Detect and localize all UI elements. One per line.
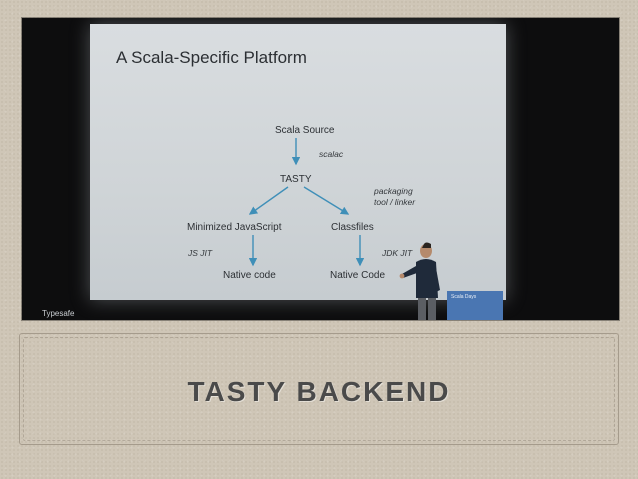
node-classfiles: Classfiles [331, 222, 374, 233]
typesafe-logo: Typesafe [42, 309, 75, 318]
node-native-code-right: Native Code [330, 270, 386, 281]
diagram-arrows [248, 138, 365, 267]
label-tool-linker: tool / linker [374, 197, 416, 207]
arrow-tasty-to-js [248, 186, 289, 215]
node-scala-source: Scala Source [275, 125, 335, 136]
presenter-silhouette [399, 242, 440, 320]
arrow-tasty-to-classfiles [303, 186, 350, 215]
label-scalac: scalac [319, 149, 344, 159]
label-packaging: packaging [374, 186, 413, 196]
caption-title: TASTY BACKEND [187, 376, 451, 407]
label-jdk-jit: JDK JIT [382, 248, 413, 258]
conference-photo: A Scala-Specific Platform Scala Source s… [22, 18, 619, 320]
node-native-code-left: Native code [223, 270, 276, 281]
node-tasty: TASTY [280, 174, 312, 185]
label-js-jit: JS JIT [188, 248, 213, 258]
node-minimized-javascript: Minimized JavaScript [187, 222, 282, 233]
caption-frame: TASTY BACKEND [19, 333, 619, 445]
slide-title: A Scala-Specific Platform [116, 48, 307, 67]
podium-sign: Scala Days [447, 291, 503, 320]
podium-sign-text: Scala Days [451, 294, 477, 300]
projected-slide: A Scala-Specific Platform Scala Source s… [90, 24, 506, 300]
